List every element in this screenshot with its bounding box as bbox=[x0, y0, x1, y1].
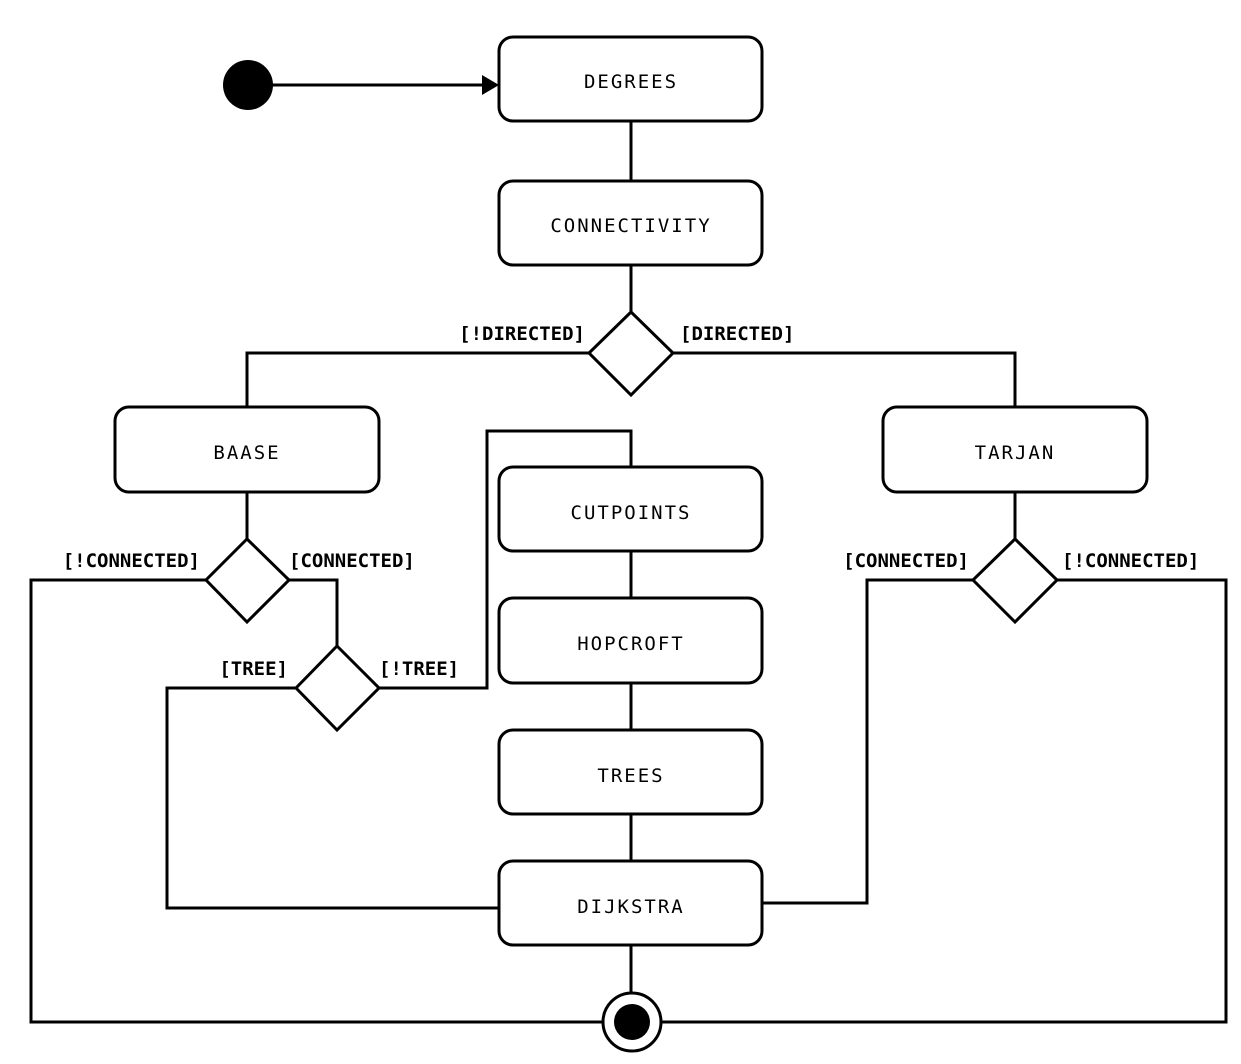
state-cutpoints: CUTPOINTS bbox=[497, 465, 764, 553]
guard-tarjan-not-connected: [!CONNECTED] bbox=[1062, 550, 1199, 572]
edge-tree-to-dijkstra bbox=[165, 686, 499, 910]
state-baase: BAASE bbox=[113, 405, 381, 494]
edge-not-directed-to-baase bbox=[245, 351, 589, 407]
edges bbox=[29, 75, 1228, 1024]
initial-node-icon bbox=[223, 60, 273, 110]
edge-directed-to-tarjan bbox=[673, 351, 1017, 407]
state-label: TREES bbox=[597, 765, 664, 787]
guard-not-tree: [!TREE] bbox=[379, 658, 459, 680]
guard-not-directed: [!DIRECTED] bbox=[459, 323, 585, 345]
state-hopcroft: HOPCROFT bbox=[497, 596, 764, 685]
guard-baase-not-connected: [!CONNECTED] bbox=[63, 550, 200, 572]
state-degrees: DEGREES bbox=[497, 35, 764, 123]
decision-tree-icon bbox=[293, 643, 382, 733]
state-label: TARJAN bbox=[975, 442, 1056, 464]
state-label: HOPCROFT bbox=[577, 633, 685, 655]
guard-tarjan-connected: [CONNECTED] bbox=[843, 550, 969, 572]
decision-tarjan-connected-icon bbox=[970, 536, 1060, 625]
state-label: CUTPOINTS bbox=[571, 502, 692, 524]
edge-tarjan-not-connected-to-final bbox=[660, 578, 1228, 1024]
state-label: CONNECTIVITY bbox=[550, 215, 711, 237]
decision-directed-icon bbox=[586, 309, 676, 398]
state-label: DEGREES bbox=[584, 71, 678, 93]
guard-tree: [TREE] bbox=[219, 658, 288, 680]
state-trees: TREES bbox=[497, 728, 764, 816]
guard-directed: [DIRECTED] bbox=[680, 323, 794, 345]
edge-not-tree-to-cutpoints bbox=[379, 429, 633, 690]
edge-baase-connected-to-tree-decision bbox=[289, 578, 339, 646]
state-connectivity: CONNECTIVITY bbox=[497, 179, 764, 267]
guard-baase-connected: [CONNECTED] bbox=[289, 550, 415, 572]
edge-tarjan-connected-to-dijkstra bbox=[763, 578, 973, 905]
state-label: DIJKSTRA bbox=[577, 896, 685, 918]
state-dijkstra: DIJKSTRA bbox=[497, 859, 764, 947]
edge-baase-not-connected-to-final bbox=[29, 578, 604, 1024]
decision-baase-connected-icon bbox=[203, 536, 292, 625]
state-label: BAASE bbox=[213, 442, 280, 464]
state-tarjan: TARJAN bbox=[881, 405, 1149, 494]
arrowhead-icon bbox=[482, 75, 499, 95]
final-node-icon bbox=[601, 991, 663, 1053]
